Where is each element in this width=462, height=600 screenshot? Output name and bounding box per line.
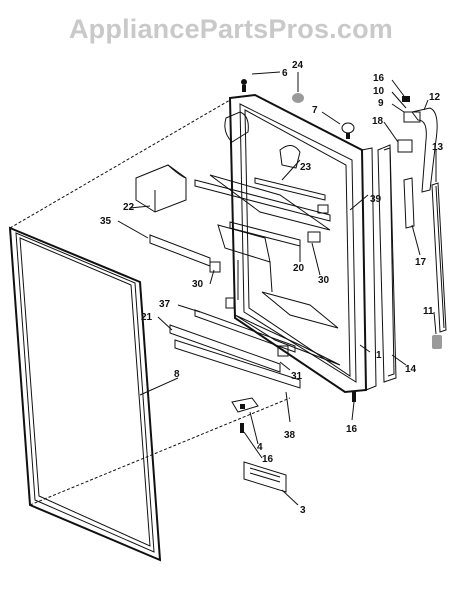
callout-16-bottom: 16 [262,454,274,465]
door-trim [377,144,447,383]
callout-10: 10 [373,86,385,97]
callout-11: 11 [423,306,434,317]
callout-16-right: 16 [346,424,358,435]
callout-22: 22 [123,202,135,213]
callout-18: 18 [372,116,384,127]
callout-4: 4 [257,442,263,453]
callout-7: 7 [312,105,318,116]
callout-8: 8 [174,369,180,380]
dairy-door [135,164,187,213]
callout-31: 31 [291,371,303,382]
hardware [209,79,356,493]
callout-35: 35 [100,216,112,227]
callout-14: 14 [405,364,417,375]
callout-1: 1 [376,350,382,361]
door-handle [397,96,438,193]
callout-21: 21 [141,312,153,323]
callout-23: 23 [300,162,312,173]
callout-38: 38 [284,430,296,441]
callout-39: 39 [370,194,382,205]
leader-lines [117,71,437,506]
callout-20: 20 [293,263,305,274]
callout-12: 12 [429,92,441,103]
callout-6: 6 [282,68,288,79]
alignment-lines [9,99,291,506]
door-gasket [8,226,162,562]
callout-labels: 6 24 7 16 10 9 12 18 13 23 39 22 35 17 2… [100,60,444,516]
callout-13: 13 [432,142,444,153]
callout-30-right: 30 [318,275,330,286]
callout-30-left: 30 [192,279,204,290]
callout-37: 37 [159,299,171,310]
callout-9: 9 [378,98,384,109]
callout-24: 24 [292,60,304,71]
callout-16-top: 16 [373,73,385,84]
callout-3: 3 [300,505,306,516]
door-liner [209,93,377,394]
watermark: AppliancePartsPros.com [68,14,393,44]
callout-17: 17 [415,257,427,268]
shelf-bars [149,177,331,389]
